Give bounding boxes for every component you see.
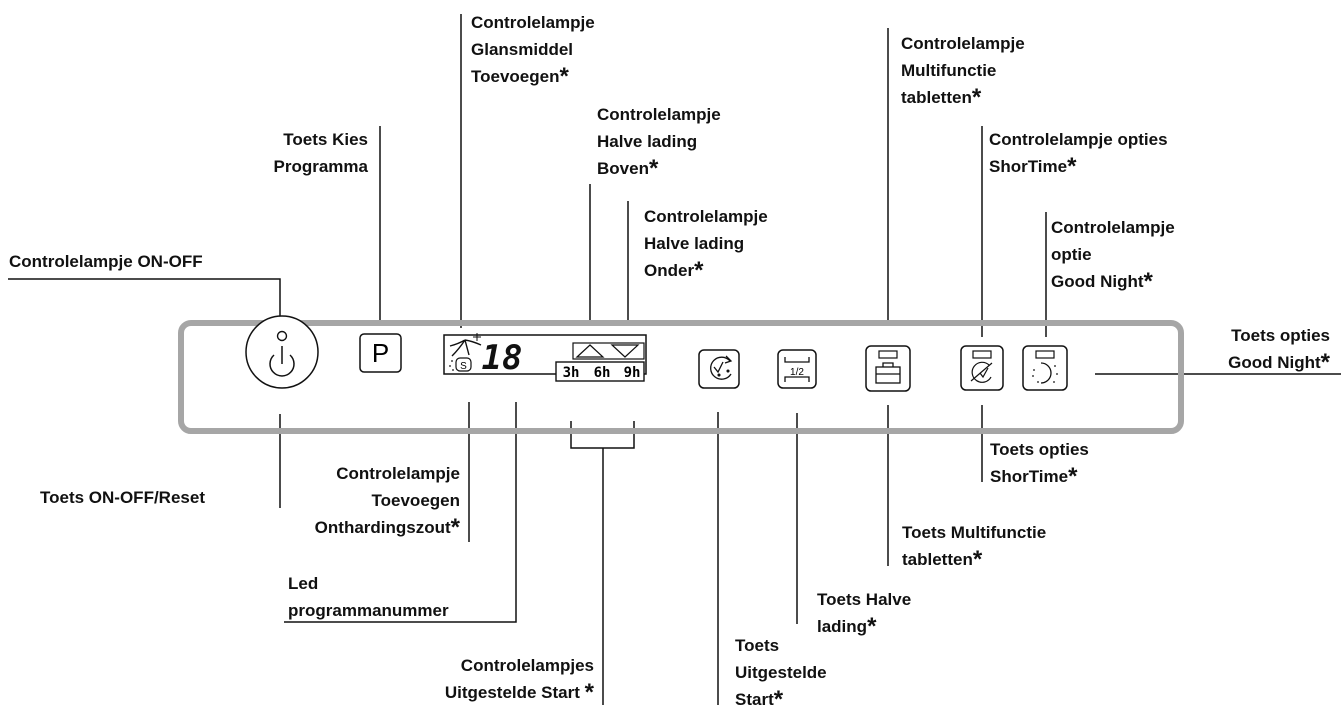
label-halve-lading-onder-lamp: Controlelampje Halve lading Onder* bbox=[644, 207, 768, 284]
label-halve-lading-key: Toets Halve lading* bbox=[817, 590, 912, 640]
half-load-upper-lamp bbox=[575, 344, 605, 358]
label-shortime-lamp: Controlelampje opties ShorTime* bbox=[989, 130, 1168, 180]
half-load-lower-lamp bbox=[610, 344, 640, 358]
half-load-button[interactable]: 1/2 bbox=[777, 349, 817, 389]
good-night-lamp bbox=[1035, 350, 1055, 359]
label-onthardingszout-lamp: Controlelampje Toevoegen Onthardingszout… bbox=[314, 464, 460, 541]
salt-lamp-icon: S bbox=[449, 357, 472, 372]
program-key-label: P bbox=[372, 338, 389, 368]
multi-tablets-lamp bbox=[878, 350, 898, 359]
shortime-button[interactable] bbox=[960, 345, 1004, 391]
label-kies-programma-key: Toets Kies Programma bbox=[273, 130, 368, 176]
leader-on-off-lamp bbox=[8, 278, 281, 325]
label-glansmiddel-lamp: Controlelampje Glansmiddel Toevoegen* bbox=[471, 13, 595, 90]
timer-6h: 6h bbox=[594, 365, 611, 381]
delayed-start-button[interactable] bbox=[698, 349, 740, 389]
label-shortime-key: Toets opties ShorTime* bbox=[990, 440, 1089, 490]
on-off-button[interactable] bbox=[245, 315, 319, 389]
label-multifunctie-key: Toets Multifunctie tabletten* bbox=[902, 523, 1047, 573]
stars-icon bbox=[1032, 365, 1058, 383]
label-halve-lading-boven-lamp: Controlelampje Halve lading Boven* bbox=[597, 105, 721, 182]
shortime-icon bbox=[970, 361, 993, 383]
moon-icon bbox=[1040, 362, 1052, 384]
shortime-lamp bbox=[972, 350, 992, 359]
half-load-icon bbox=[784, 357, 810, 382]
good-night-button[interactable] bbox=[1022, 345, 1068, 391]
label-good-night-lamp: Controlelampje optie Good Night* bbox=[1051, 218, 1175, 295]
svg-text:1/2: 1/2 bbox=[790, 367, 804, 378]
program-select-button[interactable]: P bbox=[359, 333, 402, 373]
label-good-night-key: Toets opties Good Night* bbox=[1228, 326, 1330, 376]
panel-frame bbox=[178, 320, 1184, 434]
label-uitgestelde-start-lamps: Controlelampjes Uitgestelde Start * bbox=[444, 656, 594, 706]
label-on-off-lamp: Controlelampje ON-OFF bbox=[9, 252, 203, 271]
leader-led bbox=[284, 402, 517, 623]
label-on-off-reset-key: Toets ON-OFF/Reset bbox=[40, 488, 205, 507]
leader-timer-bracket bbox=[570, 421, 635, 705]
label-uitgestelde-start-key: Toets Uitgestelde Start* bbox=[735, 636, 827, 713]
timer-9h: 9h bbox=[624, 365, 641, 381]
label-led-programmanummer: Led programmanummer bbox=[288, 574, 449, 620]
label-multifunctie-lamp: Controlelampje Multifunctie tabletten* bbox=[901, 34, 1025, 111]
tablet-icon bbox=[875, 362, 901, 384]
svg-text:S: S bbox=[460, 361, 467, 372]
multi-tablets-button[interactable] bbox=[865, 345, 911, 392]
on-off-lamp bbox=[276, 330, 288, 342]
delay-timer-box bbox=[555, 361, 645, 382]
rinse-aid-lamp-icon bbox=[449, 333, 482, 357]
clock-icon bbox=[710, 355, 733, 380]
half-load-indicator-box bbox=[572, 342, 645, 360]
program-number-led: 18 bbox=[482, 338, 523, 378]
power-icon bbox=[269, 346, 295, 377]
timer-3h: 3h bbox=[563, 365, 580, 381]
display: S 18 3h 6h 9h bbox=[443, 333, 647, 382]
